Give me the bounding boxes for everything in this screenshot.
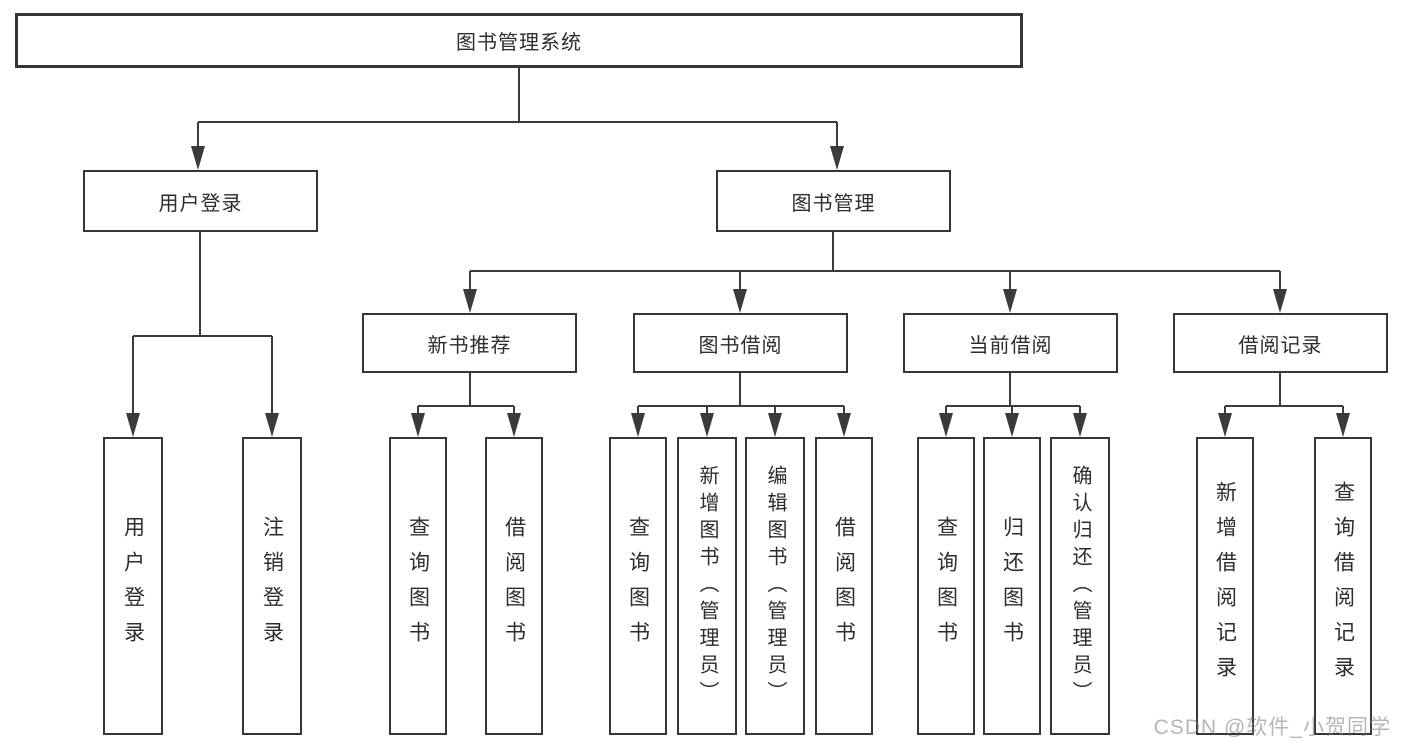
- node-label: 图书管理: [791, 192, 876, 215]
- leaf-borrow-books: 借阅图书: [815, 437, 873, 735]
- leaf-label: 新增借阅记录: [1213, 481, 1237, 691]
- leaf-add-borrow-record: 新增借阅记录: [1196, 437, 1254, 735]
- leaf-user-login: 用户登录: [103, 437, 163, 735]
- node-label: 用户登录: [158, 192, 243, 215]
- leaf-label: 确认归还（管理员）: [1069, 464, 1091, 708]
- leaf-label: 借阅图书: [832, 516, 856, 656]
- node-label: 图书借阅: [698, 334, 783, 357]
- node-label: 借阅记录: [1238, 334, 1323, 357]
- leaf-label: 编辑图书（管理员）: [764, 464, 786, 708]
- node-user-login: 用户登录: [83, 170, 318, 232]
- node-current-borrow: 当前借阅: [903, 313, 1118, 373]
- leaf-borrow-books-recommend: 借阅图书: [485, 437, 543, 735]
- leaf-query-books-borrow: 查询图书: [609, 437, 667, 735]
- leaf-query-books-recommend: 查询图书: [389, 437, 447, 735]
- node-label: 当前借阅: [968, 334, 1053, 357]
- leaf-label: 查询图书: [626, 516, 650, 656]
- csdn-watermark: CSDN @软件_小贺同学: [1153, 716, 1391, 739]
- node-new-book-recommend: 新书推荐: [362, 313, 577, 373]
- leaf-add-book-admin: 新增图书（管理员）: [677, 437, 737, 735]
- node-book-borrow: 图书借阅: [633, 313, 848, 373]
- leaf-label: 借阅图书: [502, 516, 526, 656]
- node-label: 新书推荐: [427, 334, 512, 357]
- node-borrow-records: 借阅记录: [1173, 313, 1388, 373]
- leaf-label: 注销登录: [260, 516, 284, 656]
- node-label: 图书管理系统: [456, 32, 582, 54]
- leaf-label: 归还图书: [1000, 516, 1024, 656]
- leaf-label: 查询图书: [934, 516, 958, 656]
- leaf-label: 新增图书（管理员）: [696, 464, 718, 708]
- leaf-confirm-return-admin: 确认归还（管理员）: [1050, 437, 1110, 735]
- node-book-management: 图书管理: [716, 170, 951, 232]
- leaf-label: 查询借阅记录: [1331, 481, 1355, 691]
- leaf-query-borrow-record: 查询借阅记录: [1314, 437, 1372, 735]
- leaf-logout: 注销登录: [242, 437, 302, 735]
- leaf-query-books-current: 查询图书: [917, 437, 975, 735]
- leaf-label: 查询图书: [406, 516, 430, 656]
- leaf-label: 用户登录: [121, 516, 145, 656]
- node-library-management-system: 图书管理系统: [15, 13, 1023, 68]
- leaf-edit-book-admin: 编辑图书（管理员）: [745, 437, 805, 735]
- leaf-return-book: 归还图书: [983, 437, 1041, 735]
